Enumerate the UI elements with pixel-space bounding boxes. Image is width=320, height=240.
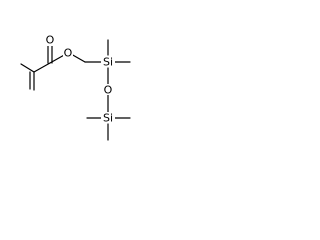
atom-label-siloxane-oxygen: O — [104, 84, 113, 97]
bond-vinyl-double — [29, 71, 35, 91]
atom-label-silicon-upper: Si — [103, 56, 113, 69]
bond-ester-oxygen-methylene — [70, 53, 86, 63]
bond-alpha-carbonyl-carbon — [33, 62, 51, 73]
chemical-structure: O O Si O Si — [20, 34, 131, 141]
atom-label-ester-oxygen: O — [64, 47, 73, 60]
atom-label-carbonyl-oxygen: O — [46, 34, 55, 47]
atom-silicon-lower: Si — [101, 112, 115, 125]
bond-carbonyl-double — [47, 44, 53, 64]
atom-silicon-upper: Si — [101, 56, 115, 69]
atom-carbonyl-oxygen: O — [45, 34, 55, 47]
atom-ester-oxygen: O — [63, 47, 73, 60]
atom-label-silicon-lower: Si — [103, 112, 113, 125]
bond-alpha-methyl — [20, 63, 35, 73]
atom-siloxane-oxygen: O — [103, 84, 113, 97]
